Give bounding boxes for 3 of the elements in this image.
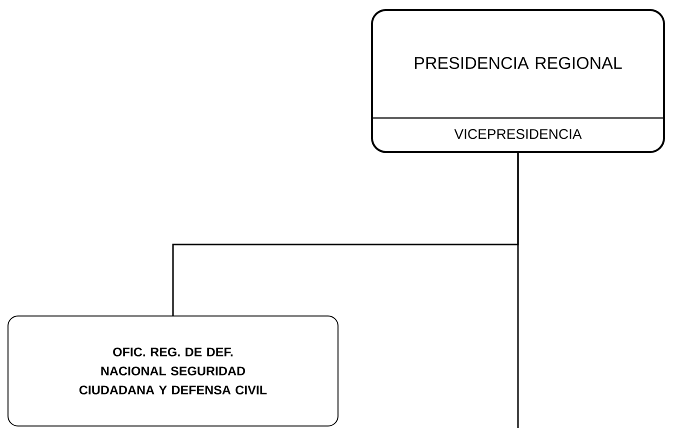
org-box: PRESIDENCIA REGIONAL VICEPRESIDENCIA	[371, 9, 665, 153]
connector-line	[517, 153, 519, 428]
org-box: OFIC. REG. DE DEF. NACIONAL SEGURIDAD CIUDADANA Y DEFENSA CIVIL	[8, 316, 338, 426]
